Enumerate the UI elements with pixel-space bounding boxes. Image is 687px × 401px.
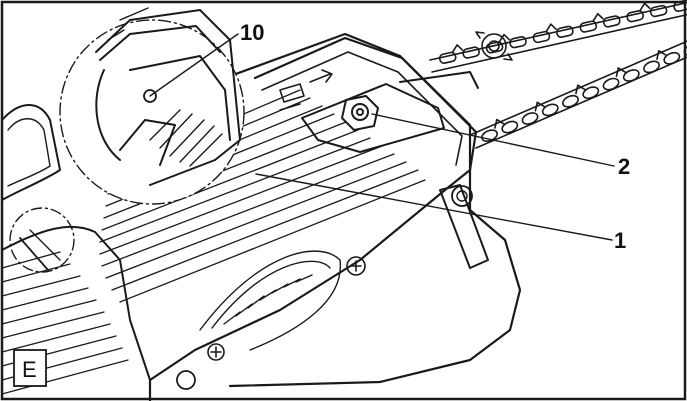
panel-letter: E <box>22 357 37 382</box>
front-handle-stub <box>1 104 61 201</box>
leader-line-2 <box>371 113 615 167</box>
callout-label-1: 1 <box>614 228 626 253</box>
side-cover-inner-edge <box>261 51 463 166</box>
housing-outline <box>108 32 522 388</box>
leader-line-1 <box>255 173 613 241</box>
leader-line-10 <box>149 33 239 97</box>
nut-plate <box>301 83 445 153</box>
callout-label-10: 10 <box>240 20 264 45</box>
saw-chain-lower <box>469 40 687 149</box>
chain-direction-symbol <box>475 31 513 61</box>
saw-chain-upper <box>429 0 687 73</box>
side-cover <box>148 36 478 401</box>
clutch-drum <box>199 250 341 351</box>
housing-screw-1 <box>346 256 366 276</box>
tension-symbol <box>279 69 333 111</box>
bar-nut <box>341 95 379 131</box>
detail-circle-small <box>9 207 75 273</box>
crankcase <box>1 225 151 381</box>
housing-screw-2 <box>207 343 225 361</box>
right-fin <box>439 184 489 269</box>
callout-label-2: 2 <box>618 154 630 179</box>
bottom-bolt <box>176 370 196 390</box>
panel-letter-box <box>13 349 47 387</box>
right-screw <box>451 185 473 207</box>
